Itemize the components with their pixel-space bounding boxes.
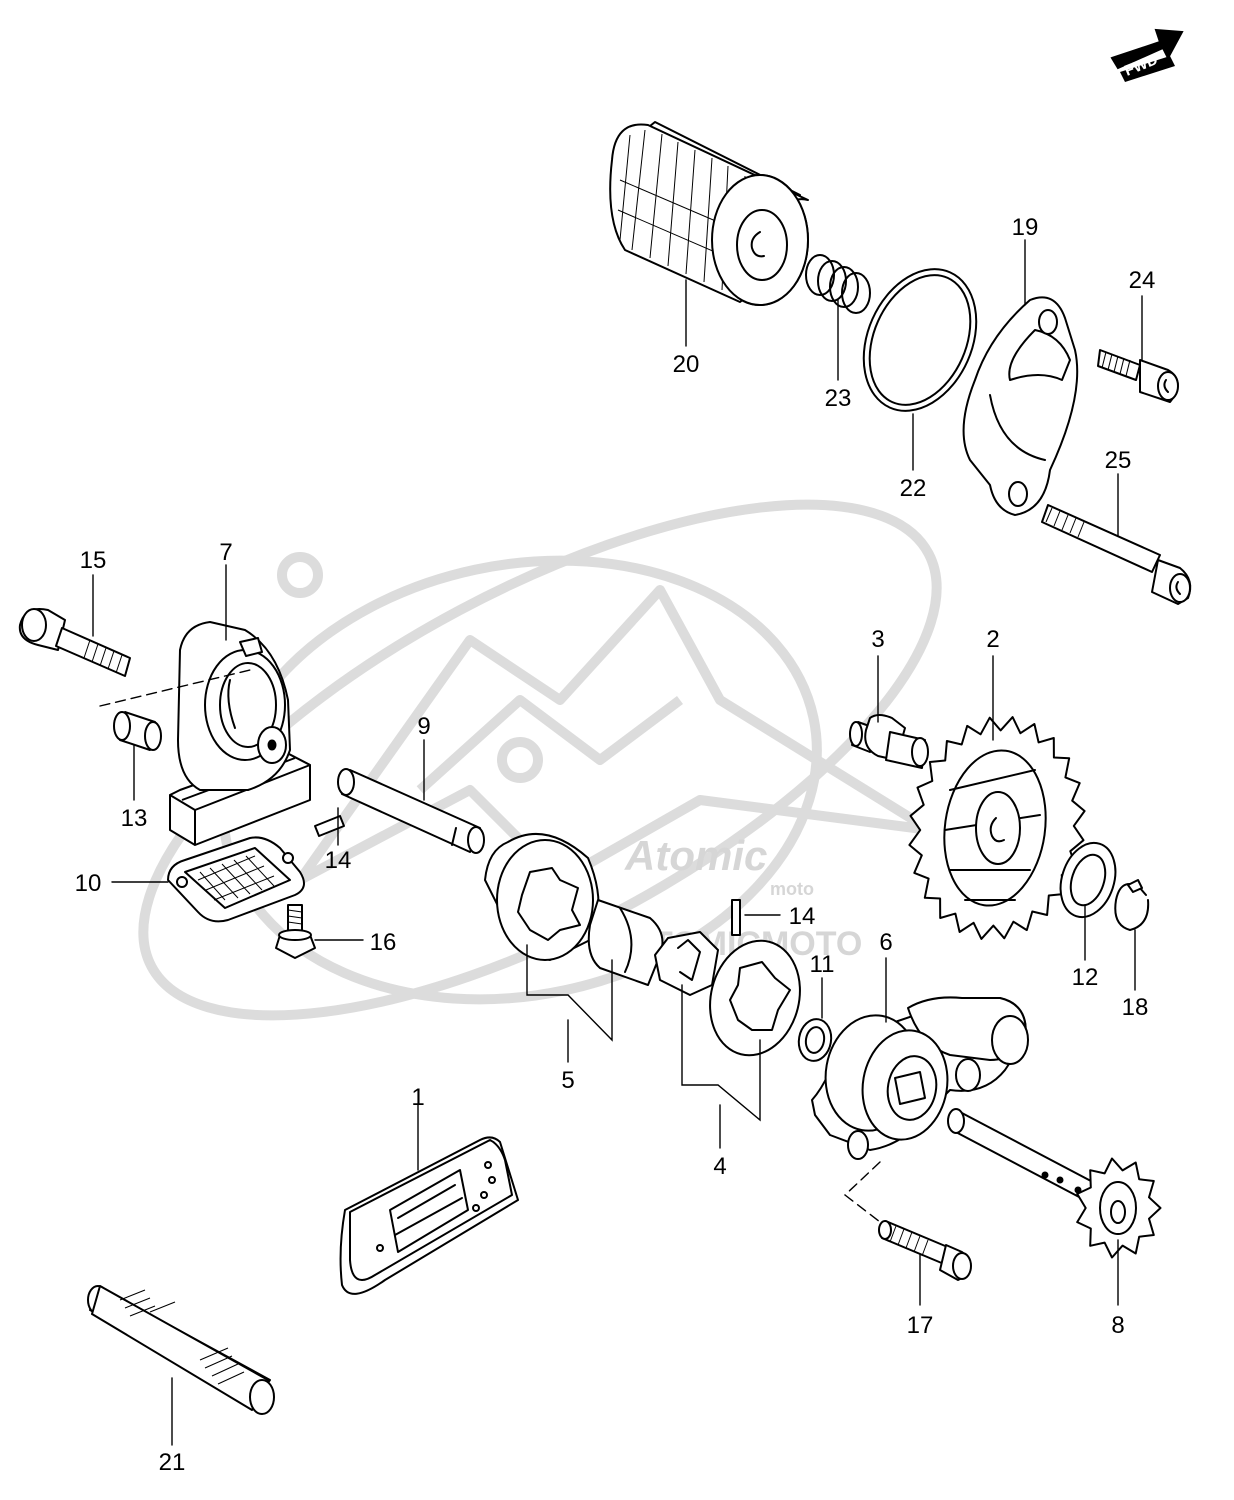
part-4-inner-rotor — [654, 931, 719, 996]
part-2-driven-gear — [908, 716, 1086, 940]
part-4-outer-rotor — [709, 939, 801, 1057]
part-17-bolt — [878, 1220, 972, 1281]
callout-19: 19 — [1012, 214, 1039, 241]
callout-6: 6 — [879, 929, 892, 956]
callout-15: 15 — [80, 547, 107, 574]
part-11-washer — [797, 1018, 833, 1062]
callout-11: 11 — [810, 951, 835, 978]
part-13-dowel — [113, 711, 162, 751]
callout-8: 8 — [1111, 1312, 1124, 1339]
callout-18: 18 — [1122, 994, 1149, 1021]
leader-5-bracket — [526, 944, 613, 1042]
part-20-oil-filter — [609, 121, 809, 306]
callout-14-left: 14 — [325, 847, 352, 874]
part-14-pin-left — [314, 815, 345, 837]
part-3-gear-shaft — [849, 714, 929, 769]
callout-24: 24 — [1129, 267, 1156, 294]
part-12-thrust-washer — [1059, 841, 1117, 919]
callout-4: 4 — [713, 1153, 726, 1180]
callout-2: 2 — [986, 626, 999, 653]
leader-4-bracket — [681, 984, 761, 1122]
forward-direction-arrow: FWD — [1110, 28, 1184, 82]
part-22-o-ring — [862, 268, 978, 412]
part-5-outer-rotor — [484, 833, 600, 961]
callout-13: 13 — [121, 805, 148, 832]
callout-23: 23 — [825, 385, 852, 412]
callout-21: 21 — [159, 1449, 186, 1476]
watermark-logo-sub: moto — [770, 879, 814, 899]
callout-16: 16 — [370, 929, 397, 956]
part-18-circlip — [1114, 879, 1150, 931]
callout-14-right: 14 — [789, 903, 816, 930]
part-10-oil-strainer — [167, 836, 305, 923]
callout-3: 3 — [871, 626, 884, 653]
part-8-drive-gear-shaft — [947, 1108, 1162, 1259]
callout-1: 1 — [411, 1084, 424, 1111]
part-6-pump-cover — [811, 996, 1029, 1223]
callout-7: 7 — [219, 539, 232, 566]
part-9-shaft — [337, 768, 485, 854]
callout-12: 12 — [1072, 964, 1099, 991]
part-14-pin-right — [731, 899, 741, 936]
part-16-bolt — [275, 904, 316, 959]
part-1-gasket — [339, 1136, 519, 1295]
callout-17: 17 — [907, 1312, 934, 1339]
part-23-spring — [805, 254, 871, 314]
callout-9: 9 — [417, 713, 430, 740]
part-24-bolt — [1097, 349, 1179, 403]
part-25-long-bolt — [1041, 504, 1192, 605]
part-19-filter-cover — [962, 296, 1079, 516]
callout-22: 22 — [900, 475, 927, 502]
callout-10: 10 — [75, 870, 102, 897]
part-5-inner-rotor — [587, 899, 664, 986]
part-21-tube — [87, 1285, 275, 1415]
part-15-bolt — [18, 608, 131, 677]
callout-5: 5 — [561, 1067, 574, 1094]
callout-25: 25 — [1105, 447, 1132, 474]
callout-labels: 1 2 3 4 5 6 7 8 9 10 11 12 13 14 14 15 1… — [75, 214, 1156, 1476]
callout-20: 20 — [673, 351, 700, 378]
watermark-logo-text: Atomic — [624, 832, 767, 879]
part-7-oil-pump-housing — [99, 621, 311, 846]
